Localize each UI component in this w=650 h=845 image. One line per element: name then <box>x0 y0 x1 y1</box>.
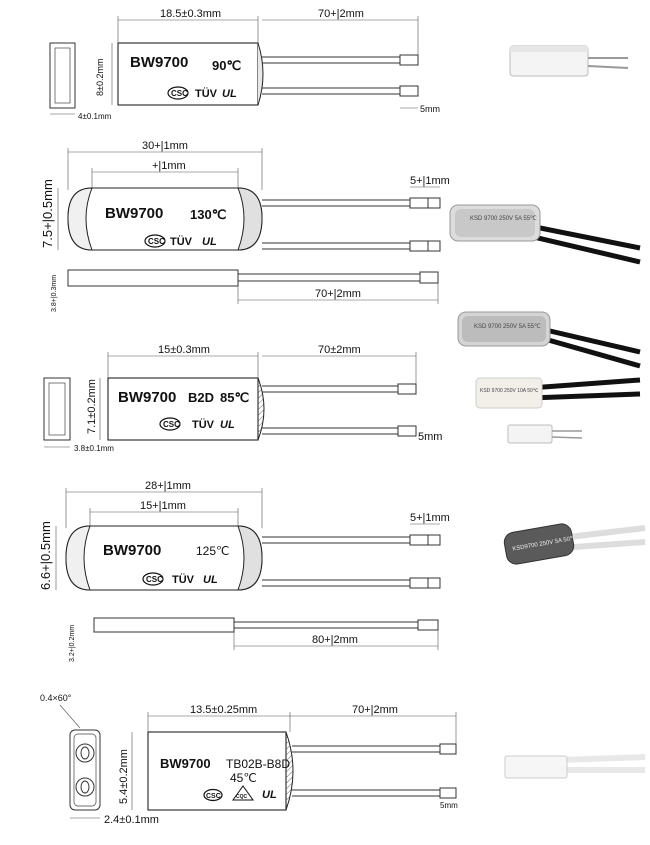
svg-text:KSD 9700 250V 10A 50℃: KSD 9700 250V 10A 50℃ <box>480 388 539 394</box>
model-label: BW9700 <box>103 542 161 559</box>
height-dimension: 7.5+|0.5mm <box>40 179 55 248</box>
model-label: BW9700 <box>130 54 188 71</box>
height-dimension: 8±0.2mm <box>95 59 105 96</box>
certification-marks: CSC TÜV UL <box>142 572 218 586</box>
svg-text:UL: UL <box>203 574 218 586</box>
drawing-3-bw9700-b2d-85c: 3.8±0.1mm 7.1±0.2mm 15±0.3mm BW9700 B2D … <box>43 344 442 453</box>
body-dimension: 15+|1mm <box>140 500 186 512</box>
thickness-dimension: 4±0.1mm <box>78 112 112 121</box>
photo-clear-tube-1: KSD 9700 250V 5A 55℃ <box>449 204 641 265</box>
body-end-cap <box>257 42 264 106</box>
svg-text:TÜV: TÜV <box>170 235 193 248</box>
drawing-1-bw9700-90c: 4±0.1mm 8±0.2mm 18.5±0.3mm BW9700 90℃ CS… <box>49 8 440 121</box>
certification-marks: CSC TÜV UL <box>167 86 237 100</box>
overall-dimension: 30+|1mm <box>142 140 188 152</box>
svg-text:CSC: CSC <box>206 793 221 800</box>
photo-flat-white <box>504 754 646 779</box>
thermostat-body <box>107 377 259 441</box>
product-photos: KSD 9700 250V 5A 55℃ KSD 9700 250V 5A 55… <box>449 45 646 779</box>
temperature-label: 130℃ <box>190 207 226 222</box>
svg-text:TÜV: TÜV <box>172 573 195 586</box>
model-label: BW9700 <box>118 389 176 406</box>
lead-dimension: 70+|2mm <box>352 704 398 716</box>
tip-dimension: 5mm <box>420 104 440 114</box>
thermostat-body <box>65 525 263 591</box>
thermostat-body <box>147 731 287 811</box>
svg-text:CQC: CQC <box>236 794 248 800</box>
drawing-2-bw9700-130c: 30+|1mm +|1mm 7.5+|0.5mm BW9700 130℃ CSC… <box>40 140 450 312</box>
thickness-dimension: 2.4±0.1mm <box>104 814 159 826</box>
lead-dimension: 70+|2mm <box>315 288 361 300</box>
certification-marks: CSC TÜV UL <box>159 417 235 431</box>
chamfer-dimension: 0.4×60° <box>40 693 72 703</box>
body-dimension: +|1mm <box>152 160 186 172</box>
width-dimension: 18.5±0.3mm <box>160 8 221 20</box>
height-dimension: 6.6+|0.5mm <box>38 521 53 590</box>
certification-marks: CSC CQC UL <box>203 785 277 802</box>
width-dimension: 13.5±0.25mm <box>190 704 257 716</box>
side-view-rect <box>49 42 76 109</box>
model-label: BW9700 <box>105 205 163 222</box>
photo-white-tube: KSD 9700 250V 10A 50℃ <box>475 377 641 409</box>
svg-text:TÜV: TÜV <box>192 418 215 431</box>
svg-text:UL: UL <box>262 789 277 801</box>
lead-dimension: 70±2mm <box>318 344 361 356</box>
drawing-5-bw9700-tb02b-b8d-45c: 0.4×60° 2.4±0.1mm 5.4±0.2mm 13.5±0.25mm … <box>40 693 458 826</box>
thickness-dimension: 3.8±0.1mm <box>74 444 114 453</box>
height-dimension: 7.1±0.2mm <box>86 379 98 434</box>
svg-text:CSC: CSC <box>146 575 163 584</box>
svg-text:UL: UL <box>220 419 235 431</box>
temperature-label: 90℃ <box>212 58 241 73</box>
certification-marks: CSC TÜV UL <box>144 234 217 248</box>
svg-text:KSD 9700 250V 5A 55℃: KSD 9700 250V 5A 55℃ <box>470 216 537 222</box>
code-label: TB02B-B8D <box>226 757 290 771</box>
photo-dark-tube: KSD9700 250V 5A 50℃ <box>503 523 646 565</box>
tip-dimension: 5+|1mm <box>410 175 450 187</box>
svg-text:UL: UL <box>222 88 237 100</box>
thickness-dimension: 3.2+|0.2mm <box>69 625 76 662</box>
svg-text:CSC: CSC <box>171 89 188 98</box>
width-dimension: 15±0.3mm <box>158 344 210 356</box>
tip-dimension: 5mm <box>418 431 442 443</box>
temperature-label: 85℃ <box>220 390 249 405</box>
lead-dimension: 70+|2mm <box>318 8 364 20</box>
svg-text:TÜV: TÜV <box>195 87 218 100</box>
side-view-inner <box>54 47 71 104</box>
svg-text:UL: UL <box>202 236 217 248</box>
temperature-label: 45℃ <box>230 771 257 785</box>
lead-dimension: 80+|2mm <box>312 634 358 646</box>
svg-text:KSD 9700 250V 5A 55℃: KSD 9700 250V 5A 55℃ <box>474 324 541 330</box>
model-label: BW9700 <box>160 756 211 771</box>
drawing-4-bw9700-125c: 28+|1mm 15+|1mm 6.6+|0.5mm BW9700 125℃ C… <box>38 480 450 662</box>
thickness-dimension: 3.8+|0.3mm <box>51 275 58 312</box>
photo-white-block <box>509 45 629 77</box>
svg-text:CSC: CSC <box>148 237 165 246</box>
svg-text:CSC: CSC <box>163 420 180 429</box>
thermostat-body <box>117 42 259 106</box>
tip-dimension: 5+|1mm <box>410 512 450 524</box>
overall-dimension: 28+|1mm <box>145 480 191 492</box>
code-label: B2D <box>188 390 214 405</box>
temperature-label: 125℃ <box>196 544 230 558</box>
photo-clear-tube-2: KSD 9700 250V 5A 55℃ <box>457 311 641 369</box>
photo-small-block <box>507 424 583 444</box>
height-dimension: 5.4±0.2mm <box>118 749 130 804</box>
tip-dimension: 5mm <box>440 801 458 810</box>
